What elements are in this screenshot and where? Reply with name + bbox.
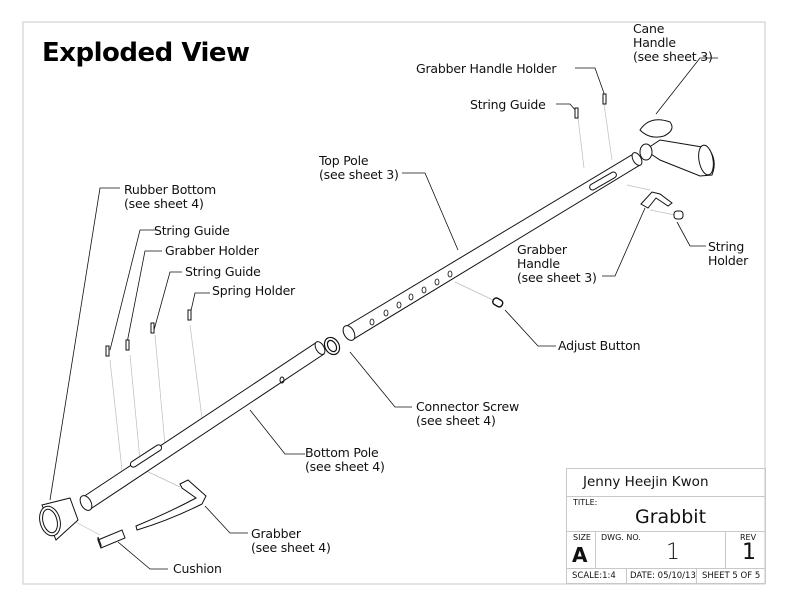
label-string-guide-1: String Guide bbox=[154, 223, 230, 238]
label-bottom-pole: Bottom Pole(see sheet 4) bbox=[305, 445, 385, 474]
adjust-button-shape bbox=[492, 297, 504, 308]
pin-shapes bbox=[105, 93, 607, 357]
label-string-guide-top: String Guide bbox=[470, 97, 546, 112]
size-value: A bbox=[572, 543, 588, 567]
string-holder-shape bbox=[673, 210, 684, 220]
label-rubber-bottom: Rubber Bottom(see sheet 4) bbox=[124, 182, 216, 211]
size-cell: SIZE A bbox=[566, 531, 596, 569]
sheet-border bbox=[22, 21, 766, 585]
author-name: Jenny Heejin Kwon bbox=[583, 474, 709, 490]
cane-handle-shape bbox=[639, 119, 715, 177]
dwg-no-label: DWG. NO. bbox=[601, 533, 641, 542]
rubber-bottom-shape bbox=[39, 497, 79, 541]
size-label: SIZE bbox=[573, 533, 591, 542]
title-cell: TITLE: Grabbit bbox=[566, 496, 766, 532]
author-cell: Jenny Heejin Kwon bbox=[566, 468, 766, 497]
label-adjust-button: Adjust Button bbox=[558, 338, 641, 353]
leader-lines bbox=[49, 57, 718, 570]
grabber-handle-shape bbox=[640, 191, 673, 209]
grabber-shape bbox=[135, 479, 207, 531]
rev-cell: REV 1 bbox=[725, 531, 766, 569]
cushion-shape bbox=[97, 529, 126, 549]
title-label: TITLE: bbox=[573, 498, 598, 507]
scale-cell: SCALE:1:4 bbox=[566, 568, 627, 584]
label-string-guide-2: String Guide bbox=[185, 264, 261, 279]
sheet-cell: SHEET 5 OF 5 bbox=[696, 568, 766, 584]
label-connector-screw: Connector Screw(see sheet 4) bbox=[416, 399, 520, 428]
drawing-title: Exploded View bbox=[42, 38, 250, 68]
drawing-name: Grabbit bbox=[635, 506, 707, 528]
sheet-value: SHEET 5 OF 5 bbox=[702, 571, 761, 581]
connector-screw-shape bbox=[323, 336, 341, 356]
rev-label: REV bbox=[740, 533, 757, 542]
date-value: DATE: 05/10/13 bbox=[630, 571, 696, 581]
label-cushion: Cushion bbox=[173, 561, 222, 576]
label-spring-holder: Spring Holder bbox=[212, 283, 295, 298]
dwg-no-cell: DWG. NO. 1 bbox=[595, 531, 726, 569]
rev-value: 1 bbox=[742, 540, 756, 565]
label-top-pole: Top Pole(see sheet 3) bbox=[319, 153, 399, 182]
alignment-lines bbox=[71, 103, 676, 536]
label-grabber-handle-holder: Grabber Handle Holder bbox=[416, 61, 557, 76]
dwg-no-value: 1 bbox=[666, 540, 680, 565]
top-pole-shape bbox=[342, 152, 643, 341]
date-cell: DATE: 05/10/13 bbox=[626, 568, 697, 584]
label-grabber-holder: Grabber Holder bbox=[165, 243, 259, 258]
bottom-pole-shape bbox=[79, 341, 326, 511]
label-grabber: Grabber(see sheet 4) bbox=[251, 526, 331, 555]
top-pole-holes bbox=[369, 270, 453, 326]
scale-value: SCALE:1:4 bbox=[572, 571, 616, 581]
